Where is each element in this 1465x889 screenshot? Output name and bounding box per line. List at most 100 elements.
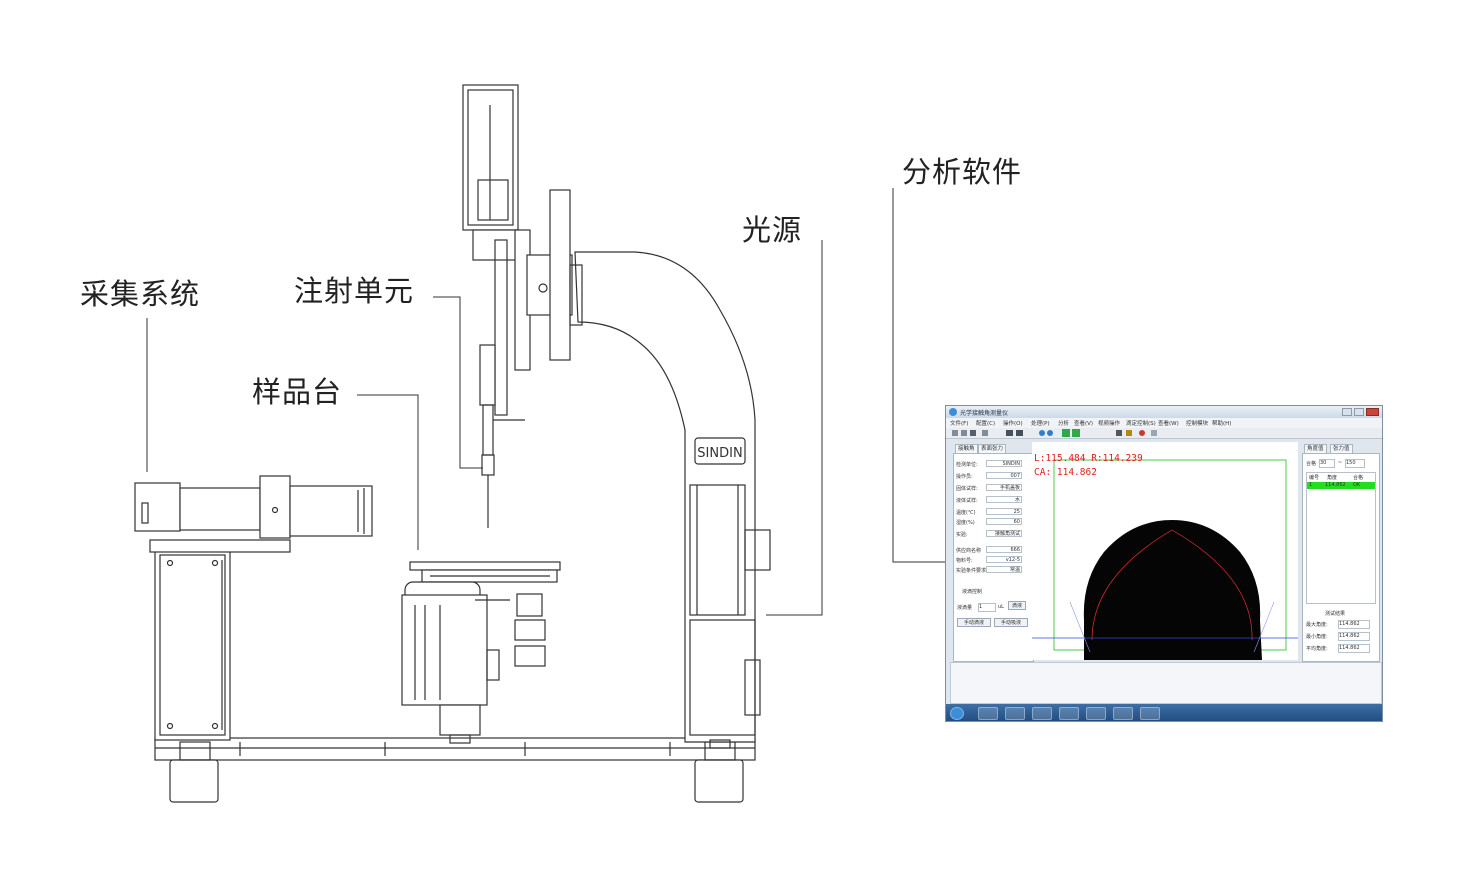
manual-drip-button[interactable]: 手动滴液 <box>957 618 991 627</box>
folder-icon[interactable] <box>1032 707 1052 720</box>
field-label: 供应商名称 <box>956 548 982 554</box>
row-angle: 114.862 <box>1325 482 1346 488</box>
field-label: 实验: <box>956 532 968 538</box>
field-input[interactable]: 60 <box>986 518 1022 525</box>
menu-titration[interactable]: 滴定控制(S) <box>1126 421 1156 427</box>
ca-readout: CA: 114.862 <box>1034 467 1097 478</box>
lr-angle-readout: L:115.484 R:114.239 <box>1034 453 1143 464</box>
results-table: 编号 角度 合格 1 114.862 OK <box>1306 472 1376 604</box>
field-input[interactable]: 007 <box>986 472 1022 479</box>
measure-icon <box>1072 429 1080 437</box>
field-label: 实验条件要求: <box>956 568 988 574</box>
label-injection-unit: 注射单元 <box>294 274 415 308</box>
field-input[interactable]: 25 <box>986 508 1022 515</box>
menu-file[interactable]: 文件(F) <box>950 421 969 427</box>
drop-control-title: 液滴控制 <box>962 589 983 595</box>
label-sample-stage: 样品台 <box>252 375 343 409</box>
toolbar <box>946 428 1382 439</box>
browser-icon[interactable] <box>1059 707 1079 720</box>
field-row: 湿度(%)60 <box>956 518 1024 527</box>
menu-video[interactable]: 视频操作 <box>1098 421 1121 427</box>
range-separator: ~ <box>1338 460 1343 466</box>
result-title: 测试结果 <box>1325 611 1346 617</box>
menu-analysis[interactable]: 分析 <box>1058 421 1070 427</box>
results-panel: 合格 30 ~ 150 编号 角度 合格 1 114.862 OK 测试结果 最… <box>1302 453 1380 662</box>
tangent-right <box>1253 601 1275 653</box>
injection-unit <box>462 84 583 528</box>
field-input[interactable]: v12-5 <box>986 556 1022 563</box>
brand-plate: SINDIN <box>697 446 742 461</box>
range-max[interactable]: 150 <box>1345 459 1365 468</box>
record-icon <box>982 430 988 436</box>
field-input[interactable]: 接触角测试 <box>986 530 1022 537</box>
row-pass: OK <box>1353 482 1361 488</box>
field-row: 液体试样:水 <box>956 496 1024 505</box>
drop-image <box>1032 459 1298 660</box>
menu-process[interactable]: 处理(P) <box>1031 421 1050 427</box>
result-min-value: 114.862 <box>1338 632 1370 641</box>
refresh-icon[interactable] <box>1086 707 1106 720</box>
menu-operate[interactable]: 操作(O) <box>1003 421 1023 427</box>
leader-lines <box>146 188 948 616</box>
zoom-in-icon <box>1039 430 1045 436</box>
help-icon <box>1126 430 1132 436</box>
field-input[interactable]: SINDIN <box>986 460 1022 467</box>
pause-icon <box>961 430 967 436</box>
result-max-value: 114.862 <box>1338 620 1370 629</box>
menu-help[interactable]: 帮助(H) <box>1212 421 1232 427</box>
parameter-panel: 检测单位: SINDIN 操作员:007 固体试样:手机盖板液体试样:水温度(℃)25… <box>953 453 1034 662</box>
close-icon[interactable] <box>1366 408 1379 416</box>
drop-volume-label: 液滴量 <box>957 605 973 611</box>
field-label: 检测单位: <box>956 462 978 468</box>
toolbar-icons <box>952 429 1157 437</box>
field-input[interactable]: 常温 <box>986 566 1022 573</box>
col-header-angle: 角度 <box>1327 475 1338 481</box>
menu-config[interactable]: 配置(C) <box>976 421 996 427</box>
field-input[interactable]: 水 <box>986 496 1022 503</box>
app-icon <box>949 408 957 416</box>
acquisition-system <box>134 475 373 741</box>
bird-icon[interactable] <box>1005 707 1025 720</box>
range-label: 合格 <box>1306 461 1317 467</box>
window-title: 光学接触角测量仪 <box>960 410 1009 417</box>
field-row: 供应商名称 666 <box>956 546 1024 555</box>
menu-control[interactable]: 控制模块 <box>1186 421 1209 427</box>
maximize-icon[interactable] <box>1354 408 1364 416</box>
drop-volume-input[interactable]: 1 <box>978 603 996 612</box>
log-area <box>950 662 1382 704</box>
col-header-id: 编号 <box>1309 475 1320 481</box>
grid-icon <box>1062 429 1070 437</box>
sample-stage <box>401 561 561 744</box>
minimize-icon[interactable] <box>1342 408 1352 416</box>
start-icon[interactable] <box>950 707 964 720</box>
tangent-left <box>1069 601 1091 653</box>
wechat-icon[interactable] <box>978 707 998 720</box>
field-row: 实验: 接触角测试 <box>956 530 1024 539</box>
print-icon <box>1116 430 1122 436</box>
table-row[interactable]: 1 114.862 OK <box>1307 482 1375 489</box>
range-min[interactable]: 30 <box>1319 459 1335 468</box>
manual-suck-button[interactable]: 手动吸液 <box>994 618 1028 627</box>
menu-view[interactable]: 查看(V) <box>1074 421 1094 427</box>
droplet-icon[interactable] <box>1140 707 1160 720</box>
label-light-source: 光源 <box>742 213 803 247</box>
ellipse-fit-icon <box>1016 430 1023 436</box>
zoom-out-icon <box>1047 430 1053 436</box>
menu-window[interactable]: 查看(W) <box>1158 421 1179 427</box>
field-row: 固体试样:手机盖板 <box>956 484 1024 493</box>
menu-bar: 文件(F) 配置(C) 操作(O) 处理(P) 分析 查看(V) 视频操作 滴定… <box>946 418 1382 428</box>
field-row: 操作员:007 <box>956 472 1024 481</box>
field-label: 物料号: <box>956 558 973 564</box>
word-icon[interactable] <box>1113 707 1133 720</box>
field-input[interactable]: 666 <box>986 546 1022 553</box>
result-avg-value: 114.862 <box>1338 644 1370 653</box>
result-max-label: 最大角度: <box>1306 622 1328 628</box>
field-row: 温度(℃)25 <box>956 508 1024 517</box>
heart-icon <box>1139 430 1145 436</box>
field-input[interactable]: 手机盖板 <box>986 484 1022 491</box>
drip-button[interactable]: 滴液 <box>1008 601 1026 610</box>
result-min-label: 最小角度: <box>1306 634 1328 640</box>
col-header-pass: 合格 <box>1353 475 1364 481</box>
